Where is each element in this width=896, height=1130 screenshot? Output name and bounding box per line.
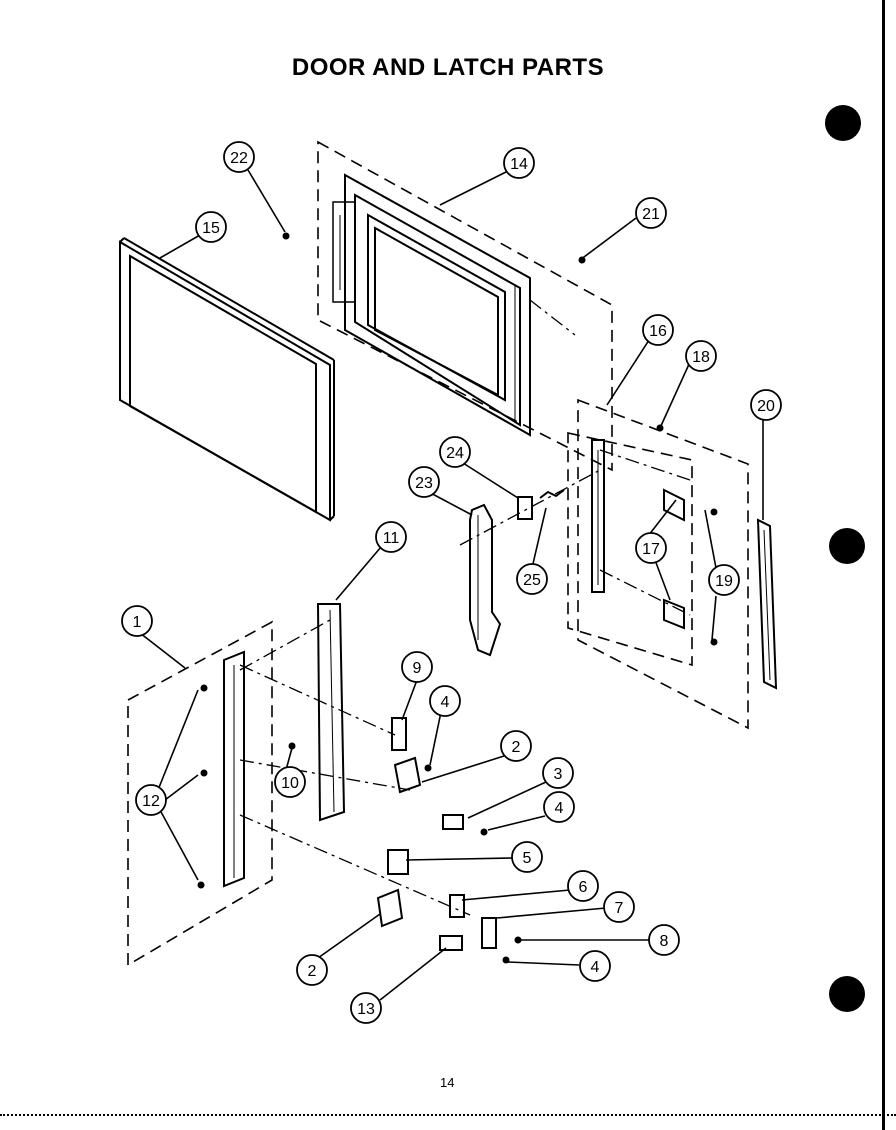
door-panel [119, 237, 335, 522]
callout-10: 10 [281, 775, 299, 792]
callout-21: 21 [642, 206, 660, 223]
callout-17: 17 [642, 541, 660, 558]
callout-4-middle: 4 [555, 800, 564, 817]
hinge-assembly [567, 398, 749, 730]
screws [197, 232, 718, 964]
page-border-bottom [0, 1114, 896, 1118]
callout-7: 7 [615, 900, 624, 917]
door-frame [317, 140, 613, 472]
callout-2-upper: 2 [512, 739, 521, 756]
latch-hook [469, 503, 502, 657]
callout-22: 22 [230, 150, 248, 167]
callout-9: 9 [413, 660, 422, 677]
callout-18: 18 [692, 349, 710, 366]
callout-23: 23 [415, 475, 433, 492]
callout-13: 13 [357, 1001, 375, 1018]
latch-cover [316, 603, 346, 822]
callout-8: 8 [660, 933, 669, 950]
binder-hole-bottom [829, 976, 865, 1012]
callout-25: 25 [523, 572, 541, 589]
alignment-lines [239, 299, 691, 916]
callout-1: 1 [133, 614, 142, 631]
page-title: DOOR AND LATCH PARTS [291, 54, 605, 81]
side-strip [756, 518, 778, 690]
page-number: 14 [440, 1075, 455, 1090]
page-border-right [882, 0, 885, 1130]
callout-24: 24 [446, 445, 464, 462]
binder-hole-top [825, 105, 861, 141]
callout-14: 14 [510, 156, 528, 173]
latch-spring [539, 489, 565, 499]
latch-block [517, 496, 533, 520]
switch-parts [376, 717, 497, 951]
callout-19: 19 [715, 573, 733, 590]
leader-lines [139, 169, 764, 1001]
callout-15: 15 [202, 220, 220, 237]
latch-assembly-group [127, 620, 273, 967]
callout-3: 3 [554, 766, 563, 783]
callout-5: 5 [523, 850, 532, 867]
callout-4-upper: 4 [441, 694, 450, 711]
callout-16: 16 [649, 323, 667, 340]
callout-bubbles [121, 141, 782, 1024]
callout-12: 12 [142, 793, 160, 810]
callout-20: 20 [757, 398, 775, 415]
binder-hole-middle [829, 528, 865, 564]
callout-2-lower: 2 [308, 963, 317, 980]
callout-4-lower: 4 [591, 959, 600, 976]
callout-6: 6 [579, 879, 588, 896]
callout-11: 11 [383, 530, 400, 547]
